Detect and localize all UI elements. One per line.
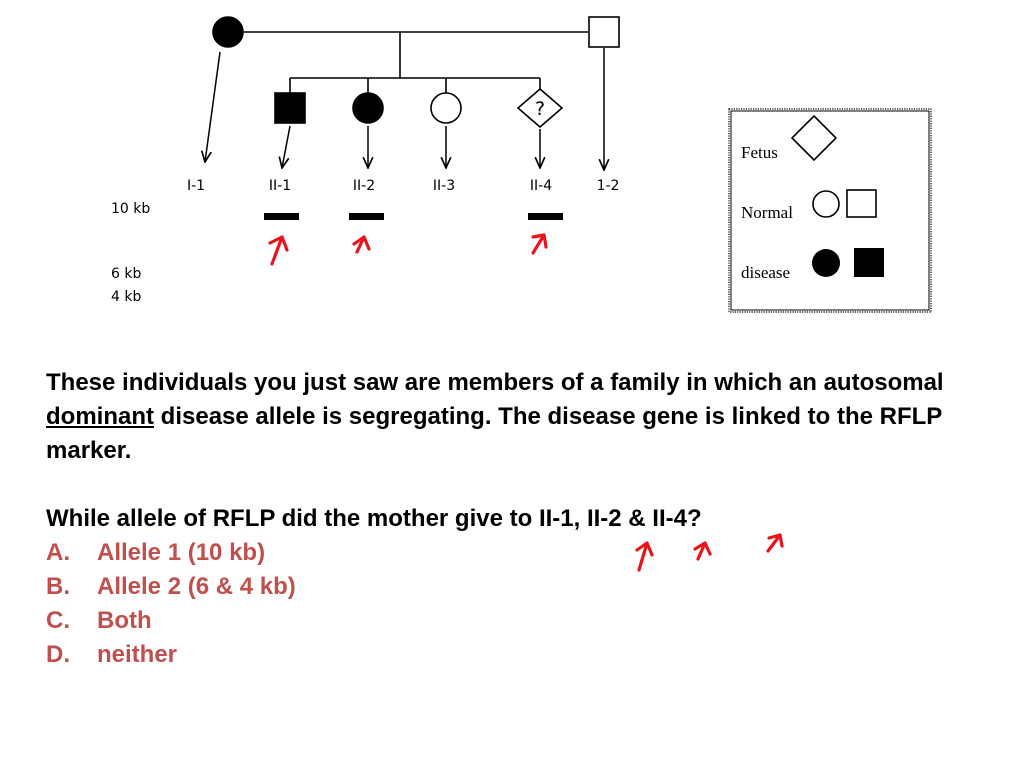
arrow-to-lane-i1 — [205, 51, 221, 162]
option-text: Allele 1 (10 kb) — [97, 539, 266, 566]
lane-label-ii4: II-4 — [530, 178, 552, 194]
mother-affected-symbol — [212, 16, 244, 48]
lane-label-ii2: II-2 — [353, 178, 375, 194]
option-letter: B. — [46, 573, 70, 600]
fetus-question-mark: ? — [535, 98, 545, 120]
pedigree-lines — [244, 31, 588, 93]
lane-arrows — [205, 48, 604, 170]
gel-band-ii4-10kb — [528, 213, 563, 220]
son-affected-symbol — [274, 92, 306, 124]
gel-band-ii2-10kb — [349, 213, 384, 220]
option-letter: A. — [46, 539, 70, 566]
option-text: Both — [97, 607, 152, 634]
size-label-4kb: 4 kb — [111, 289, 141, 305]
option-letter: C. — [46, 607, 70, 634]
legend-normal-square-icon — [846, 189, 877, 218]
statement-emphasis: dominant — [46, 403, 154, 430]
legend-disease-label: disease — [741, 263, 790, 282]
statement-before: These individuals you just saw are membe… — [46, 369, 944, 396]
daughter-affected-symbol — [352, 92, 384, 124]
lane-label-12: 1-2 — [597, 178, 620, 194]
lane-label-ii3: II-3 — [433, 178, 455, 194]
legend-fetus-diamond-icon — [790, 114, 838, 162]
option-letter: D. — [46, 641, 70, 668]
option-text: Allele 2 (6 & 4 kb) — [97, 573, 296, 600]
legend-normal-label: Normal — [741, 203, 793, 222]
father-normal-symbol — [588, 16, 620, 48]
question-block: These individuals you just saw are membe… — [46, 366, 986, 672]
question-prompt: While allele of RFLP did the mother give… — [46, 505, 702, 532]
fetus-diamond-symbol — [516, 87, 564, 129]
option-d: D. neither — [46, 638, 986, 672]
option-a: A. Allele 1 (10 kb) — [46, 536, 986, 570]
red-arrow-q-ii2-icon — [693, 541, 712, 561]
legend-normal-circle-icon — [812, 190, 840, 218]
lane-label-ii1: II-1 — [269, 178, 291, 194]
option-c: C. Both — [46, 604, 986, 638]
option-text: neither — [97, 641, 178, 668]
legend-disease-circle-icon — [812, 249, 840, 277]
question-annotation-arrows — [635, 533, 784, 572]
statement-after: disease allele is segregating. The disea… — [46, 403, 942, 464]
option-b: B. Allele 2 (6 & 4 kb) — [46, 570, 986, 604]
daughter-normal-symbol — [430, 92, 462, 124]
red-arrow-ii2-icon — [352, 235, 371, 254]
arrow-to-lane-ii1 — [282, 125, 291, 168]
size-label-6kb: 6 kb — [111, 266, 141, 282]
legend-box-inner — [730, 110, 930, 311]
legend-fetus-label: Fetus — [741, 143, 778, 162]
red-arrow-ii4-icon — [531, 233, 548, 255]
red-arrow-q-ii1-icon — [635, 541, 654, 572]
lane-label-i1: I-1 — [187, 178, 205, 194]
red-arrow-ii1-icon — [268, 235, 289, 266]
size-label-10kb: 10 kb — [111, 201, 150, 217]
gel-band-ii1-10kb — [264, 213, 299, 220]
question-statement: These individuals you just saw are membe… — [46, 366, 986, 468]
band-annotation-arrows — [268, 233, 548, 266]
red-arrow-q-ii4-icon — [766, 533, 784, 553]
legend-disease-square-icon — [854, 248, 884, 277]
paragraph-gap — [46, 468, 986, 502]
